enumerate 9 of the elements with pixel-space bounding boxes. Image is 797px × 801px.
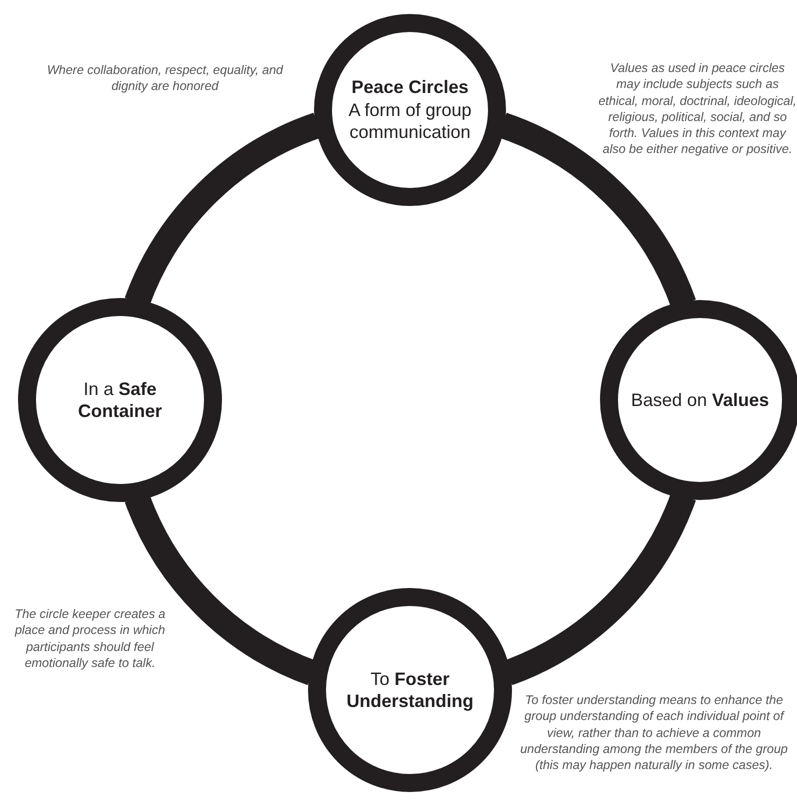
node-text: To Foster Understanding xyxy=(345,668,474,712)
note-text: To foster understanding means to enhance the group understanding of each individual point of view, rather than to achieve a common understanding among the members of the group (this may happen naturally in some cases). xyxy=(519,692,789,774)
note-text: Values as used in peace circles may include subjects such as ethical, moral, doctrinal, ideological, religious, political, social, and so forth. Values in this context may also be either negative or positive. xyxy=(598,60,797,158)
node-text: Based on Values xyxy=(630,388,770,412)
note-text: Where collaboration, respect, equality, and dignity are honored xyxy=(46,62,284,94)
node-text: A form of group communication xyxy=(347,98,473,144)
node-title: Peace Circles xyxy=(351,76,469,99)
node-text: In a Safe Container xyxy=(76,378,163,422)
note-text: The circle keeper creates a place and process in which participants should feel emotionally safe to talk. xyxy=(14,606,166,671)
